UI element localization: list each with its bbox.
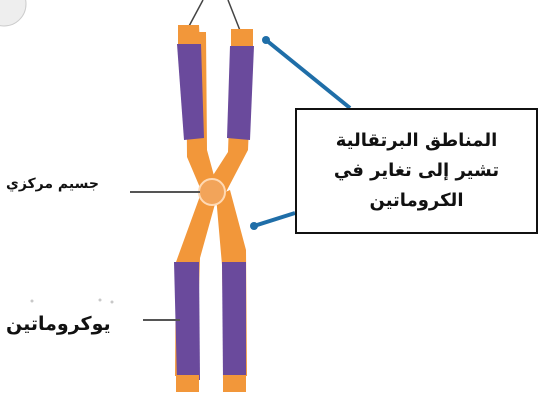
corner-fragment [0,0,26,26]
speck [111,301,114,304]
pointer-line-lower [254,213,295,226]
chromatid-arm-lower-left [174,196,215,392]
spindle-thread-left [188,0,203,28]
chromatid-arm-lower-right [216,190,247,392]
chromatid-arm-upper-left [177,25,216,190]
pointer-dot-upper [262,36,270,44]
callout-line-2: تشير إلى تغاير في [334,156,499,186]
centromere-label: جسيم مركزي [6,176,99,192]
pointer-dot-lower [250,222,258,230]
pointer-line-upper [266,40,350,108]
spindle-thread-right [228,0,241,33]
speck [31,300,34,303]
centromere [199,179,225,205]
callout-line-1: المناطق البرتقالية [336,126,498,156]
callout-box: المناطق البرتقالية تشير إلى تغاير في الك… [295,108,538,234]
euchromatin-label: يوكروماتين [6,313,111,335]
callout-line-3: الكروماتين [370,186,464,216]
chromatid-arm-upper-right [210,29,254,192]
speck [99,299,102,302]
